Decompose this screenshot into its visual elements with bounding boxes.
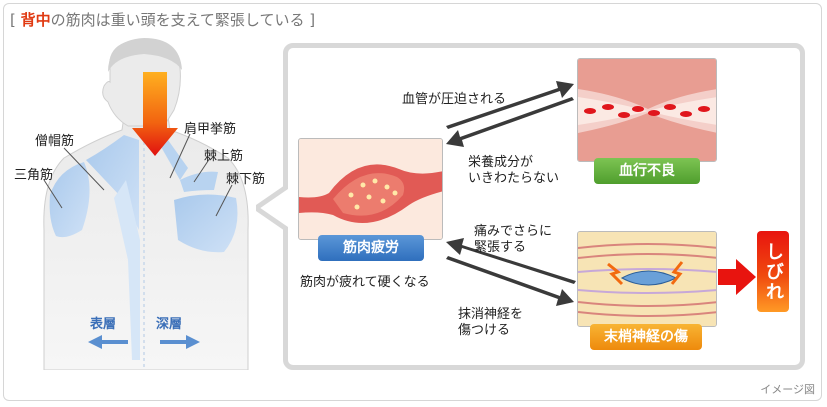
leader-line (215, 184, 233, 217)
blood-vessel-illustration (578, 59, 716, 161)
nerve-label-line2: 傷つける (458, 323, 511, 338)
leader-line (169, 133, 191, 179)
label-infraspinatus: 棘下筋 (226, 172, 266, 187)
leader-line (193, 157, 211, 183)
body-illustration (43, 38, 249, 370)
flow-arrows (446, 81, 576, 306)
pain-label-line1: 痛みでさらに (474, 224, 553, 239)
image-caption: イメージ図 (760, 383, 815, 396)
nerve-illustration (578, 232, 716, 326)
label-superficial-layer: 表層 (90, 317, 117, 332)
label-levator-scapulae: 肩甲挙筋 (184, 122, 237, 137)
nerve-image (577, 231, 717, 327)
numbness-badge: しびれ (757, 231, 789, 312)
label-trapezius: 僧帽筋 (35, 134, 75, 149)
mechanism-panel (283, 43, 805, 370)
blood-circulation-tag: 血行不良 (594, 158, 700, 184)
muscle-fatigue-tag: 筋肉疲労 (318, 235, 424, 261)
title-highlight: 背中 (20, 11, 51, 29)
compressed-label: 血管が圧迫される (402, 92, 507, 107)
muscle-image (298, 138, 443, 240)
title-text: の筋肉は重い頭を支えて緊張している (50, 11, 305, 29)
muscle-illustration (299, 139, 442, 239)
hair-shape (108, 38, 182, 72)
deltoid-muscle (49, 162, 90, 238)
supraspinatus-muscle (180, 171, 218, 192)
blood-vessel-image (577, 58, 717, 162)
pressure-arrow-icon (132, 72, 178, 156)
deep-arrow-icon (160, 335, 200, 349)
nutrient-label-line1: 栄養成分が (468, 155, 534, 170)
label-supraspinatus: 棘上筋 (204, 149, 244, 164)
infraspinatus-muscle (174, 194, 238, 253)
figure-title: [ 背中の筋肉は重い頭を支えて緊張している ] (10, 11, 316, 29)
panel-pointer (256, 186, 288, 230)
trapezius-muscle-lower (114, 180, 140, 360)
superficial-arrow-icon (88, 335, 128, 349)
pain-label-line2: 緊張する (474, 240, 527, 255)
trapezius-muscle (86, 135, 139, 230)
nutrient-label-line2: いきわたらない (468, 171, 560, 186)
leader-line (43, 179, 63, 209)
muscle-fatigue-description: 筋肉が疲れて硬くなる (300, 275, 430, 290)
levator-scapulae-muscle (160, 140, 188, 180)
nerve-label-line1: 抹消神経を (458, 307, 524, 322)
leader-line (63, 147, 105, 191)
label-deltoid: 三角筋 (14, 168, 54, 183)
numbness-arrow-icon (718, 259, 756, 295)
label-deep-layer: 深層 (156, 317, 183, 332)
peripheral-nerve-tag: 末梢神経の傷 (590, 324, 702, 350)
